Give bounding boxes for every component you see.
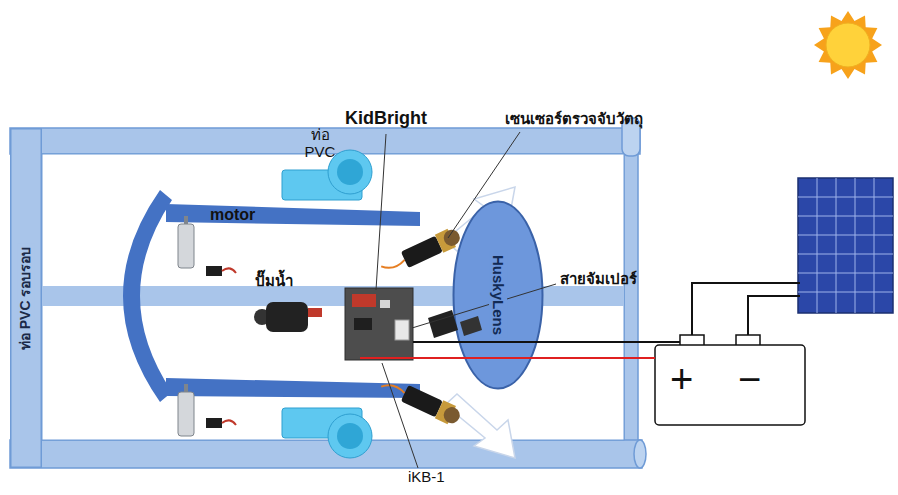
sensor-head — [435, 400, 456, 424]
pvc-pipe — [624, 150, 638, 466]
part-label: เซนเซอร์ตรวจจับวัตถุ — [505, 110, 643, 127]
solar-wire — [748, 296, 800, 335]
pvc-pipe-cap — [634, 440, 646, 468]
huskylens-camera: HuskyLens — [452, 200, 544, 390]
solar-wire — [692, 283, 800, 335]
solar-panel-grid — [798, 178, 893, 313]
part-label-holder: สายจัมเปอร์ — [560, 270, 637, 287]
battery-body — [655, 345, 805, 425]
node-text: HuskyLens — [489, 252, 507, 338]
motor-body — [178, 224, 194, 268]
battery-terminal — [736, 335, 760, 346]
part-label: ท่อ PVC — [300, 126, 340, 161]
motor — [178, 216, 236, 276]
battery-terminal — [680, 335, 704, 346]
polarity-symbol: + — [670, 356, 693, 402]
sun-icon — [814, 11, 882, 79]
part-label-holder: KidBright — [345, 108, 427, 129]
pvc-elbow-body — [282, 170, 362, 200]
servo — [206, 266, 222, 276]
water-pump — [254, 302, 322, 332]
leader-line — [448, 132, 520, 238]
pvc-elbow-body — [282, 408, 362, 438]
controller-board — [345, 288, 413, 360]
motor-shaft — [184, 384, 188, 392]
kidbright-board — [352, 294, 376, 307]
sensor-lens — [441, 405, 462, 426]
sensor-wire — [381, 381, 405, 397]
part-label-holder: ท่อ PVC — [300, 126, 340, 161]
pvc-frame — [10, 118, 646, 468]
polarity-symbol: − — [738, 356, 761, 402]
pvc-elbow-hole — [337, 159, 363, 185]
node-text: ท่อ PVC รอบรอบ — [18, 243, 35, 353]
board-plate — [345, 288, 413, 360]
chassis-bar — [166, 378, 420, 398]
part-label: KidBright — [345, 108, 427, 129]
pump-wire — [308, 308, 322, 317]
leader-line — [382, 363, 418, 468]
servo-wire — [222, 420, 236, 425]
sun-rays — [814, 11, 882, 79]
sensor-wire — [381, 256, 405, 272]
part-label: iKB-1 — [408, 468, 445, 485]
power-wire — [413, 341, 680, 343]
pvc-elbow-opening — [328, 414, 372, 458]
motor-body — [178, 392, 194, 436]
polarity-symbol-holder: + — [670, 356, 693, 402]
leader-line — [412, 284, 556, 328]
board-chip — [354, 318, 372, 330]
part-label-holder: motor — [210, 206, 255, 224]
ikb-module — [395, 320, 409, 340]
sun-disc — [826, 23, 870, 67]
solar-panel-body — [798, 178, 893, 313]
sensor-body — [401, 385, 443, 417]
chassis — [123, 190, 420, 402]
part-label-holder: iKB-1 — [408, 468, 445, 485]
husky-board — [460, 316, 482, 336]
direction-arrow — [445, 394, 515, 458]
servo — [206, 418, 222, 428]
pvc-frame-pipe: ท่อ PVC รอบรอบ — [10, 128, 42, 468]
sensor-head — [435, 229, 456, 253]
cross-band — [540, 286, 624, 306]
solar-panel — [798, 178, 893, 313]
part-label: motor — [210, 206, 255, 224]
part-label: สายจัมเปอร์ — [560, 270, 637, 287]
pump-outlet — [254, 309, 270, 325]
leader-line — [376, 134, 386, 290]
chassis-bar — [166, 204, 420, 226]
part-label: ปั๊มน้ำ — [255, 272, 293, 289]
cross-band — [42, 286, 132, 306]
husky-board — [428, 310, 458, 338]
pump-body — [266, 302, 308, 332]
chassis-arc — [123, 190, 172, 402]
object-sensor — [379, 225, 464, 279]
power-wire — [360, 357, 655, 359]
motor-shaft — [184, 216, 188, 224]
sensor-body — [401, 236, 443, 268]
pvc-frame-pipe-shape — [11, 129, 42, 468]
pvc-elbow — [282, 408, 372, 458]
motor — [178, 384, 236, 436]
servo-wire — [222, 268, 236, 273]
pvc-pipe — [10, 440, 642, 468]
part-label-holder: เซนเซอร์ตรวจจับวัตถุ — [505, 110, 643, 127]
polarity-symbol-holder: − — [738, 356, 761, 402]
huskylens-camera-shape — [454, 202, 543, 389]
board-chip — [380, 300, 390, 308]
frame-interior — [42, 154, 624, 440]
battery — [655, 335, 805, 425]
pvc-elbow-hole — [337, 423, 363, 449]
object-sensor — [379, 374, 464, 428]
part-label-holder: ปั๊มน้ำ — [255, 272, 293, 289]
